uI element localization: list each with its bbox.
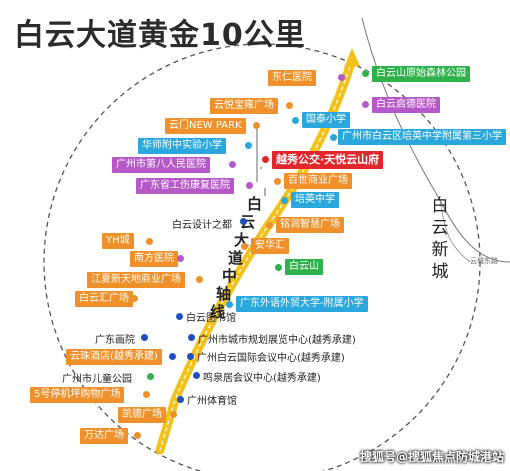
poi-planning-center: 广州市城市规划展览中心(越秀承建) (198, 335, 356, 346)
poi-dot-peiying (281, 197, 288, 204)
poi-peiying-third-school: 广州市白云区培英中学附属第三小学 (338, 129, 506, 145)
poi-nanfang-hospital: 南方医院 (130, 251, 178, 267)
poi-mingquan-center: 鸣泉居会议中心(越秀承建) (203, 373, 321, 384)
poi-yunmen-newpark: 云门NEW PARK (165, 118, 246, 134)
poi-dot-qide (362, 101, 369, 108)
poi-dot-yunzhu (169, 353, 176, 360)
poi-dot-baishi (274, 178, 281, 185)
poi-wanda-plaza: 万达广场 (80, 428, 128, 444)
poi-design-capital: 白云设计之都 (172, 220, 232, 231)
poi-dot-tarmac (143, 391, 150, 398)
poi-dot-gallery (141, 334, 148, 341)
poi-dot-rehab (246, 182, 253, 189)
road-label-2: 云 (240, 213, 256, 231)
poi-rehab-hospital: 广东省工伤康复医院 (136, 178, 234, 194)
poi-dot-jiangxia (196, 276, 203, 283)
poi-dot-mingquan (193, 372, 200, 379)
poi-dot-design (240, 218, 247, 225)
poi-dot-kaide (170, 411, 177, 418)
poi-dot-huashi (245, 142, 252, 149)
poi-dot-yh (146, 238, 153, 245)
poi-dot-nanfang (177, 255, 184, 262)
poi-peiying-school: 培英中学 (291, 192, 339, 208)
watermark: 搜狐号@搜狐焦点防城港站 (359, 450, 504, 464)
poi-dot-eighth (229, 161, 236, 168)
district-label-3: 新 (431, 240, 449, 260)
poi-baiyunhui-plaza: 白云汇广场 (75, 291, 133, 307)
poi-dot-gym (177, 396, 184, 403)
poi-conference-center: 广州白云国际会议中心(越秀承建) (197, 353, 345, 364)
poi-forest-park: 白云山原始森林公园 (372, 66, 470, 82)
poi-dot-dongren (338, 74, 345, 81)
poi-mingrun-plaza: 铭润智慧广场 (276, 217, 344, 233)
poi-guotai-school: 国泰小学 (302, 112, 350, 128)
poi-foreign-school: 广东外语外贸大学-附属小学 (236, 296, 368, 312)
district-label-4: 城 (431, 262, 449, 282)
poi-qide-hospital: 白云启德医院 (372, 97, 440, 113)
district-label-2: 云 (431, 218, 449, 238)
poi-baiyun-mountain: 白云山 (285, 259, 323, 275)
poi-dot-yunyue (286, 102, 293, 109)
poi-dot-wanda (134, 432, 141, 439)
poi-baiyun-library: 白云图书馆 (186, 313, 236, 324)
poi-jiangxia-plaza: 江夏新天地商业广场 (87, 272, 185, 288)
poi-dot-planning (188, 334, 195, 341)
poi-dot-yunmen (253, 122, 260, 129)
poi-guangdong-gallery: 广东画院 (95, 335, 135, 346)
poi-dot-center (262, 156, 269, 163)
poi-yunzhu-hotel: 云珠酒店(越秀承建) (66, 349, 162, 365)
poi-dot-children (147, 373, 154, 380)
road-label-1: 白 (247, 195, 263, 213)
road-arrow (344, 48, 360, 68)
poi-dot-foreign (226, 301, 233, 308)
poi-huashi-school: 华师附中实验小学 (138, 138, 226, 154)
road-label-6: 轴 (216, 285, 232, 303)
poi-dot-anhua (241, 243, 248, 250)
center-project-label: 越秀公交·天悦云山府 (272, 151, 384, 169)
poi-dot-forest (362, 70, 369, 77)
poi-baishi-plaza: 百世商业广场 (284, 173, 352, 189)
poi-dot-conference (187, 353, 194, 360)
map-title: 白云大道黄金10公里 (14, 18, 306, 53)
minor-road-label: 云城东路 (470, 257, 498, 265)
poi-children-park: 广州市儿童公园 (62, 374, 132, 385)
poi-dot-library (176, 313, 183, 320)
poi-dot-baiyunhui (131, 295, 138, 302)
poi-dot-mingrun (266, 222, 273, 229)
poi-dongren-hospital: 东仁医院 (268, 70, 316, 86)
poi-dot-peiying-third (330, 134, 337, 141)
poi-tarmac-plaza: 5号停机坪购物广场 (30, 387, 125, 403)
road-label-7: 线 (210, 303, 226, 321)
poi-yunyue-plaza: 云悦宝雍广场 (210, 98, 278, 114)
poi-eighth-hospital: 广州市第八人民医院 (112, 157, 210, 173)
poi-kaide-plaza: 凯德广场 (118, 407, 166, 423)
district-label-1: 白 (431, 196, 449, 216)
range-circle (43, 43, 481, 471)
minor-road (439, 199, 471, 263)
road-label-4: 道 (228, 249, 244, 267)
poi-gymnasium: 广州体育馆 (187, 396, 237, 407)
road-label-5: 中 (222, 267, 238, 285)
poi-dot-guotai (292, 117, 299, 124)
poi-anhua-hui: 安华汇 (251, 238, 289, 254)
poi-dot-baiyunshan (275, 264, 282, 271)
poi-yh-city: YH城 (102, 233, 134, 249)
